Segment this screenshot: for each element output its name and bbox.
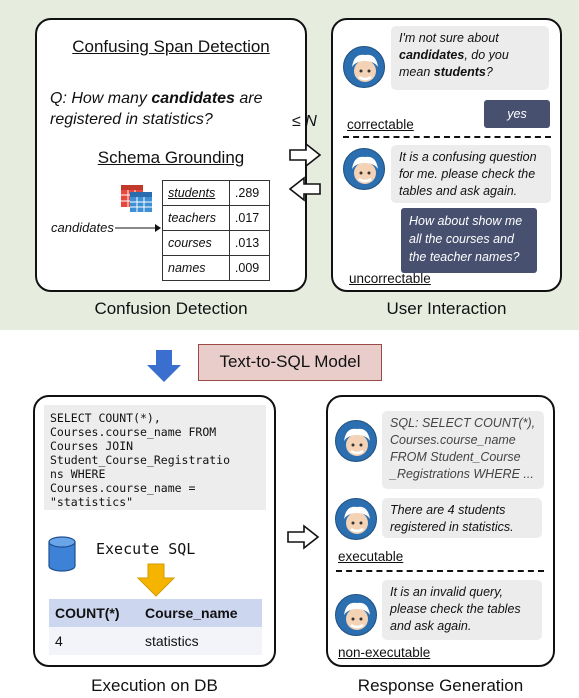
confusion-detection-caption: Confusion Detection [94, 299, 248, 318]
schema-name: courses [162, 230, 230, 256]
bot-msg1-d: students [433, 65, 486, 79]
response-generation-caption: Response Generation [357, 676, 524, 695]
database-icon [48, 536, 76, 572]
confusing-span-title: Confusing Span Detection [72, 37, 270, 56]
input-term: candidates [51, 220, 114, 235]
user-interaction-caption: User Interaction [386, 299, 507, 318]
schema-name: names [162, 255, 230, 281]
non-executable-label: non-executable [338, 645, 431, 660]
down-blue-arrow [147, 350, 181, 382]
schema-score: .289 [228, 180, 271, 206]
result-header-count: COUNT(*) [49, 599, 139, 627]
executable-label: executable [338, 549, 404, 564]
loop-label: ≤ N [292, 113, 317, 130]
bot-msg1-a: I'm not sure about [399, 31, 499, 45]
result-header-course: Course_name [139, 599, 262, 627]
mapping-arrow [115, 224, 161, 232]
bot-avatar-icon [335, 420, 377, 462]
text-to-sql-model-box: Text-to-SQL Model [198, 344, 382, 381]
bot-msg1-e: ? [485, 65, 493, 79]
response-message-3: It is an invalid query, please check the… [382, 580, 542, 640]
schema-score: .009 [228, 255, 271, 281]
left-hollow-arrow [288, 176, 321, 202]
question-bold: candidates [151, 90, 235, 107]
sql-query-box: SELECT COUNT(*), Courses.course_name FRO… [44, 405, 266, 510]
schema-row: courses.013 [162, 230, 271, 256]
schema-row: teachers.017 [162, 205, 271, 231]
response-message-1: SQL: SELECT COUNT(*), Courses.course_nam… [382, 411, 544, 489]
result-cell-count: 4 [49, 627, 139, 655]
bot-message-1: I'm not sure about candidates, do you me… [391, 26, 549, 90]
question-text: Q: How many candidates are registered in… [50, 88, 302, 130]
question-suffix: are registered in statistics? [50, 90, 263, 128]
bot-avatar-icon [343, 148, 385, 190]
bot-avatar-icon [335, 594, 377, 636]
schema-row: names.009 [162, 255, 271, 281]
right-hollow-arrow [287, 524, 320, 550]
response-message-2: There are 4 students registered in stati… [382, 498, 542, 538]
divider-dashed [343, 136, 551, 138]
bot-msg1-c: , do you mean [399, 48, 509, 79]
bot-avatar-icon [343, 46, 385, 88]
execute-sql-label: Execute SQL [96, 540, 196, 558]
bot-avatar-icon [335, 498, 377, 540]
question-prefix: Q: How many [50, 90, 152, 107]
right-hollow-arrow [289, 142, 322, 168]
result-cell-course: statistics [139, 627, 262, 655]
execution-caption: Execution on DB [91, 676, 218, 695]
schema-name: students [162, 180, 230, 206]
result-table: COUNT(*) Course_name 4 statistics [49, 599, 262, 655]
schema-name: teachers [162, 205, 230, 231]
bot-message-2: It is a confusing question for me. pleas… [391, 145, 551, 203]
user-message-1: yes [484, 100, 550, 128]
schema-grounding-title: Schema Grounding [97, 148, 245, 167]
correctable-label: correctable [347, 117, 414, 132]
schema-score: .013 [228, 230, 271, 256]
down-yellow-arrow [137, 563, 175, 597]
schema-row: students.289 [162, 180, 271, 206]
schema-table: students.289 teachers.017 courses.013 na… [162, 180, 271, 281]
bot-msg1-b: candidates [399, 48, 465, 62]
uncorrectable-label: uncorrectable [349, 271, 431, 286]
result-header-row: COUNT(*) Course_name [49, 599, 262, 627]
divider-dashed [336, 570, 544, 572]
result-row: 4 statistics [49, 627, 262, 655]
schema-score: .017 [228, 205, 271, 231]
user-message-2: How about show me all the courses and th… [401, 208, 537, 273]
database-table-icon [121, 185, 152, 212]
